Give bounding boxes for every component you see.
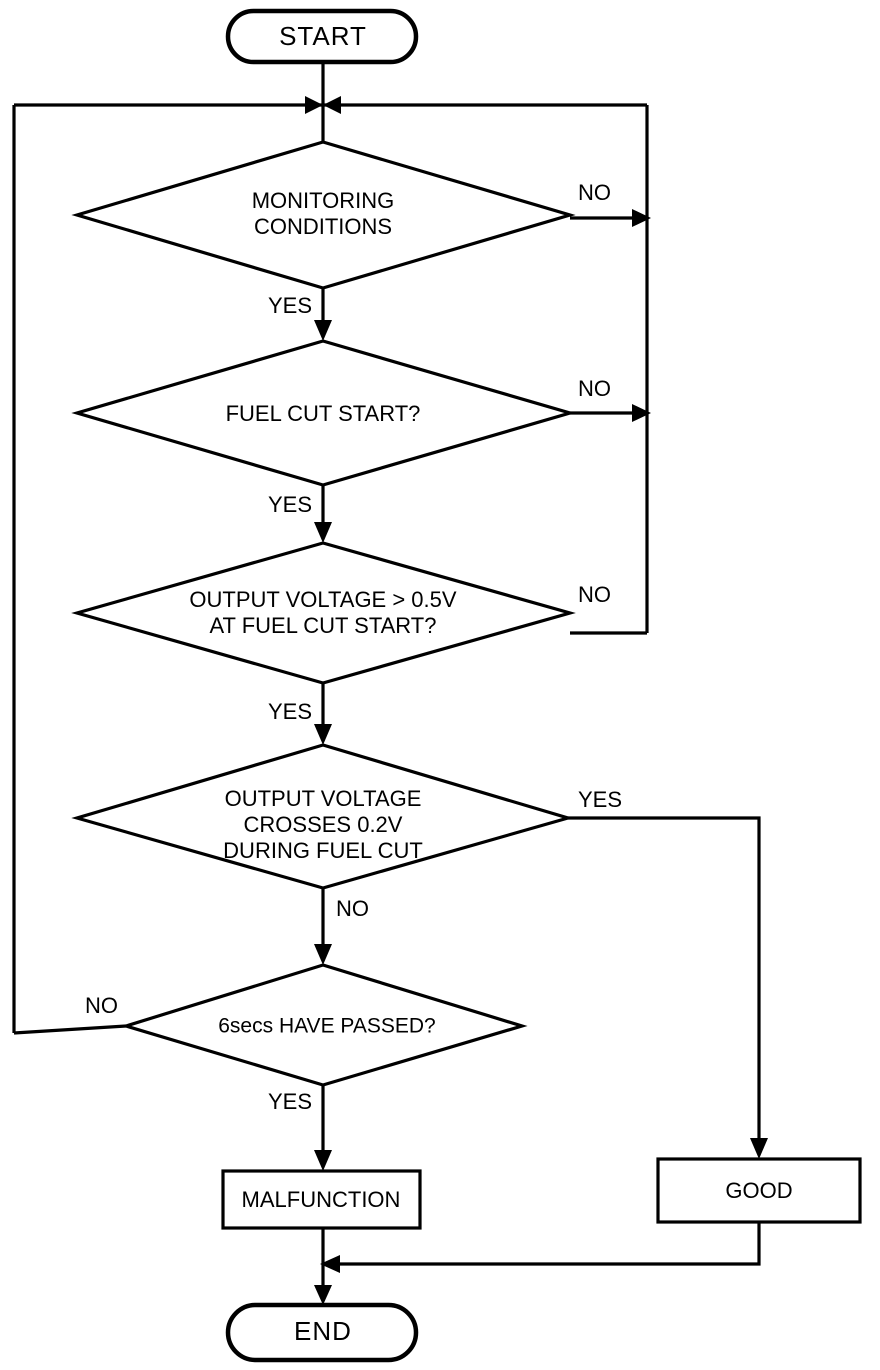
edge-label-d2-no: NO [578,376,611,401]
edge-label-d3-yes: YES [268,699,312,724]
decision-monitoring-conditions [71,140,576,290]
arrowhead-right-return-into-junction [323,96,341,114]
decision-output-voltage-crosses-02v [71,743,574,890]
edge-label-d5-yes: YES [268,1089,312,1114]
arrowhead-d2-yes [314,522,332,543]
decision-fuel-cut-start [71,339,576,487]
decision-output-voltage-crosses-02v-line2: CROSSES 0.2V [244,812,403,837]
arrowhead-left-return-into-junction [305,96,323,114]
result-good-label: GOOD [725,1178,792,1203]
edge-label-d3-no: NO [578,582,611,607]
end-terminal [225,1302,419,1363]
edge-label-d4-no: NO [336,896,369,921]
arrowhead-into-good [750,1138,768,1159]
decision-monitoring-conditions-line2: CONDITIONS [254,214,392,239]
result-good-box [656,1157,862,1224]
arrowhead-d2-no [632,404,651,422]
decision-output-voltage-crosses-02v-line1: OUTPUT VOLTAGE [225,786,422,811]
decision-6secs-have-passed [120,963,528,1087]
arrowhead-d1-no [632,209,651,227]
edge-label-d4-yes: YES [578,787,622,812]
decision-output-voltage-05v [71,541,576,685]
start-label: START [279,21,367,51]
edge-good-to-merge [331,1222,761,1266]
arrowhead-d4-no [314,944,332,965]
edge-label-d1-yes: YES [268,293,312,318]
edge-label-d2-yes: YES [268,492,312,517]
decision-6secs-have-passed-line1: 6secs HAVE PASSED? [218,1015,435,1038]
edge-label-d1-no: NO [578,180,611,205]
edge-label-d5-no: NO [85,993,118,1018]
arrowhead-into-end [314,1285,332,1305]
result-malfunction-box [221,1169,422,1230]
end-label: END [294,1316,352,1346]
decision-monitoring-conditions-line1: MONITORING [252,188,395,213]
arrowhead-d1-yes [314,320,332,341]
edge-d5-no-to-left-return [13,1024,127,1035]
decision-output-voltage-crosses-02v-line3: DURING FUEL CUT [223,838,423,863]
arrowhead-good-merge [320,1255,340,1273]
decision-fuel-cut-start-line1: FUEL CUT START? [226,401,421,426]
result-malfunction-label: MALFUNCTION [242,1187,401,1212]
edge-d4-yes-to-good [568,816,761,1150]
arrowhead-d3-yes [314,724,332,745]
decision-output-voltage-05v-line1: OUTPUT VOLTAGE > 0.5V [189,587,456,612]
arrowhead-into-malfunction [314,1150,332,1171]
start-terminal [225,8,419,65]
decision-output-voltage-05v-line2: AT FUEL CUT START? [210,613,437,638]
